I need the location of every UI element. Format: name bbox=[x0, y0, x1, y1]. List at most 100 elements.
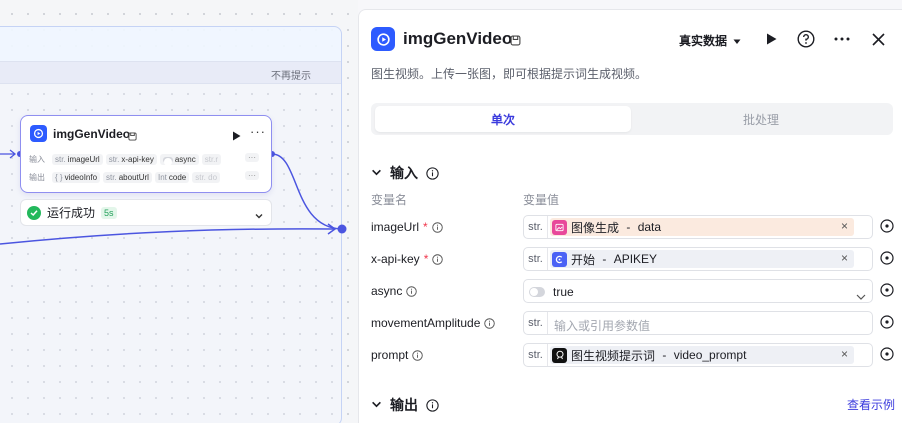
close-icon[interactable] bbox=[868, 29, 888, 49]
ref-separator: - bbox=[599, 252, 610, 266]
input-chip: str.imageUrl bbox=[52, 154, 103, 165]
ref-node: 图像生成 bbox=[571, 220, 620, 235]
target-icon[interactable] bbox=[880, 315, 894, 334]
input-section-header[interactable]: 输入 bbox=[371, 163, 439, 183]
ref-var: APIKEY bbox=[613, 252, 658, 266]
chevron-down-icon[interactable] bbox=[254, 208, 264, 226]
type-label: str. bbox=[524, 344, 548, 366]
column-header-name: 变量名 bbox=[371, 193, 408, 207]
prompt-field[interactable]: str. 图生视频提示词 - video_prompt × bbox=[523, 343, 873, 367]
tab-batch[interactable]: 批处理 bbox=[742, 112, 779, 127]
input-section-title: 输入 bbox=[390, 165, 418, 181]
edge-node-out bbox=[271, 153, 343, 230]
chevron-down-icon bbox=[856, 288, 866, 306]
video-gen-icon bbox=[30, 125, 47, 142]
ref-separator: - bbox=[623, 220, 634, 234]
workflow-node[interactable]: imgGenVideo ··· 输入 str.imageUrl str.x-ap… bbox=[20, 115, 272, 193]
run-status-bar[interactable]: 运行成功 5s bbox=[20, 199, 272, 226]
outputs-more-button[interactable]: ··· bbox=[245, 171, 259, 180]
tab-single[interactable]: 单次 bbox=[375, 106, 631, 132]
param-name: imageUrl* bbox=[371, 220, 443, 234]
inputs-label: 输入 bbox=[29, 155, 45, 164]
start-node-icon bbox=[552, 251, 567, 267]
data-mode-select[interactable]: 真实数据 bbox=[679, 32, 741, 49]
info-icon bbox=[431, 221, 443, 233]
play-icon[interactable] bbox=[761, 29, 781, 49]
clear-icon[interactable]: × bbox=[840, 347, 848, 361]
input-placeholder: 输入或引用参数值 bbox=[554, 319, 651, 333]
param-row: async true bbox=[371, 279, 894, 303]
async-select[interactable]: true bbox=[523, 279, 873, 303]
param-name: prompt bbox=[371, 348, 424, 362]
target-icon[interactable] bbox=[880, 347, 894, 366]
node-title: imgGenVideo bbox=[53, 127, 131, 141]
info-icon bbox=[432, 253, 444, 265]
type-label: str. bbox=[524, 312, 548, 334]
param-row: imageUrl* str. 图像生成 - data × bbox=[371, 215, 894, 239]
reference-tag: 开始 - APIKEY × bbox=[550, 250, 854, 268]
toggle-icon bbox=[529, 287, 545, 297]
run-node-icon[interactable] bbox=[232, 128, 241, 146]
output-section-header[interactable]: 输出 bbox=[371, 395, 439, 415]
output-chip: str.aboutUrl bbox=[103, 172, 152, 183]
help-icon[interactable] bbox=[796, 29, 816, 49]
ref-separator: - bbox=[659, 348, 670, 362]
clear-icon[interactable]: × bbox=[840, 251, 848, 265]
imageurl-field[interactable]: str. 图像生成 - data × bbox=[523, 215, 873, 239]
api-key-field[interactable]: str. 开始 - APIKEY × bbox=[523, 247, 873, 271]
save-icon[interactable] bbox=[510, 33, 521, 51]
dismiss-hint-link[interactable]: 不再提示 bbox=[271, 71, 311, 82]
param-row: prompt str. 图生视频提示词 - video_prompt × bbox=[371, 343, 894, 367]
info-icon bbox=[426, 398, 439, 412]
clear-icon[interactable]: × bbox=[840, 219, 848, 233]
success-check-icon bbox=[27, 205, 41, 220]
async-value: true bbox=[529, 285, 574, 299]
param-row: movementAmplitude str. 输入或引用参数值 bbox=[371, 311, 894, 335]
run-status-text: 运行成功 bbox=[47, 206, 96, 220]
workflow-canvas[interactable]: 不再提示 imgGenVideo ··· 输入 str.imageUrl str… bbox=[0, 0, 358, 423]
param-row: x-api-key* str. 开始 - APIKEY × bbox=[371, 247, 894, 271]
hint-bar: 不再提示 bbox=[0, 61, 341, 84]
output-chip: str. do bbox=[192, 172, 221, 183]
view-example-link[interactable]: 查看示例 bbox=[847, 398, 896, 412]
more-icon[interactable] bbox=[832, 29, 852, 49]
param-name: movementAmplitude bbox=[371, 316, 496, 330]
save-icon[interactable] bbox=[128, 128, 137, 146]
input-chip: str.x-api-key bbox=[105, 154, 157, 165]
ref-var: video_prompt bbox=[673, 348, 747, 362]
panel-title: imgGenVideo bbox=[403, 29, 513, 48]
panel-description: 图生视频。上传一张图，即可根据提示词生成视频。 bbox=[371, 67, 648, 81]
target-icon[interactable] bbox=[880, 251, 894, 270]
caret-down-icon bbox=[733, 34, 741, 48]
info-icon bbox=[412, 349, 424, 361]
reference-tag: 图像生成 - data × bbox=[550, 218, 854, 236]
image-gen-icon bbox=[552, 219, 567, 235]
target-icon[interactable] bbox=[880, 283, 894, 302]
param-name: x-api-key* bbox=[371, 252, 444, 266]
edge-bottom-in bbox=[0, 228, 335, 245]
target-icon[interactable] bbox=[880, 219, 894, 238]
node-inputs-row: 输入 str.imageUrl str.x-api-key async str.… bbox=[29, 153, 261, 166]
output-section-title: 输出 bbox=[390, 397, 418, 413]
edges-layer bbox=[0, 149, 347, 245]
info-icon bbox=[406, 285, 418, 297]
ref-node: 开始 bbox=[571, 252, 596, 267]
movement-amplitude-input[interactable]: str. 输入或引用参数值 bbox=[523, 311, 873, 335]
edge-arrow-in bbox=[9, 149, 17, 159]
node-config-panel: imgGenVideo 真实数据 图生视频。上传一张图，即可根据提示词生成视频。… bbox=[358, 9, 902, 423]
info-icon bbox=[484, 317, 496, 329]
ref-node: 图生视频提示词 bbox=[571, 348, 656, 363]
inputs-more-button[interactable]: ··· bbox=[245, 153, 259, 162]
output-chip: { }videoInfo bbox=[52, 172, 101, 183]
chevron-down-icon bbox=[371, 165, 382, 181]
param-name: async bbox=[371, 284, 418, 298]
edge-arrow-out bbox=[327, 223, 337, 235]
more-icon[interactable]: ··· bbox=[250, 124, 266, 139]
group-header bbox=[0, 27, 341, 61]
chevron-down-icon bbox=[371, 397, 382, 413]
input-chip: async bbox=[159, 154, 199, 166]
data-mode-label: 真实数据 bbox=[679, 34, 728, 48]
info-icon bbox=[426, 166, 439, 180]
group-port bbox=[337, 224, 347, 234]
